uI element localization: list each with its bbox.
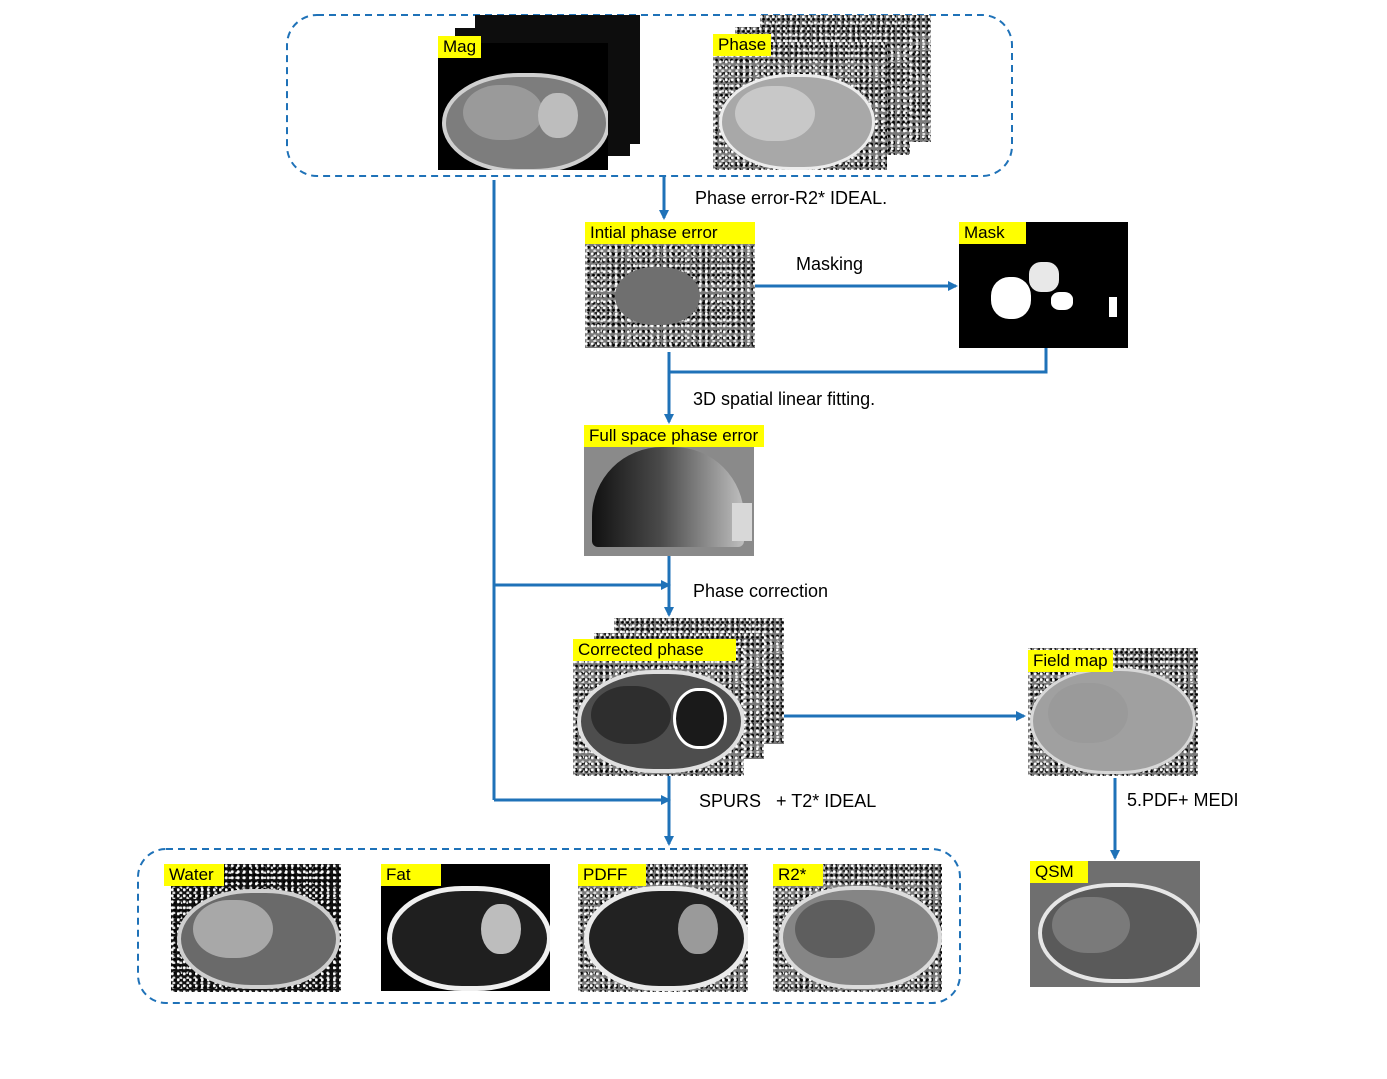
step-ideal: Phase error-R2* IDEAL. (695, 188, 888, 208)
corrected-phase-image (573, 648, 744, 776)
initial-phase-error-label: Intial phase error (585, 222, 755, 244)
step-spurs: SPURS + T2* IDEAL (699, 791, 877, 811)
step-fitting: 3D spatial linear fitting. (693, 389, 876, 409)
mask-label: Mask (959, 222, 1026, 244)
input-group-box (286, 14, 1013, 177)
water-image (171, 864, 341, 992)
r2star-label: R2* (773, 864, 823, 886)
mag-label: Mag (438, 36, 482, 58)
qsm-label: QSM (1030, 861, 1088, 883)
fat-label: Fat (381, 864, 441, 886)
step-pdf-medi: 5.PDF+ MEDI (1127, 790, 1239, 810)
pdff-image (578, 864, 748, 992)
full-space-phase-error-label: Full space phase error (584, 425, 764, 447)
water-label: Water (164, 864, 224, 886)
field-map-image (1028, 648, 1198, 776)
field-map-label: Field map (1028, 650, 1113, 672)
mask-feedback-line (669, 348, 1048, 374)
step-correction: Phase correction (693, 581, 829, 601)
phase-label: Phase (713, 34, 772, 56)
mag-image (438, 43, 608, 170)
r2star-image (773, 864, 942, 992)
step-masking: Masking (796, 254, 864, 274)
pdff-label: PDFF (578, 864, 646, 886)
corrected-phase-label: Corrected phase (573, 639, 736, 661)
phase-image (713, 42, 887, 170)
output-group-box (137, 848, 961, 1004)
